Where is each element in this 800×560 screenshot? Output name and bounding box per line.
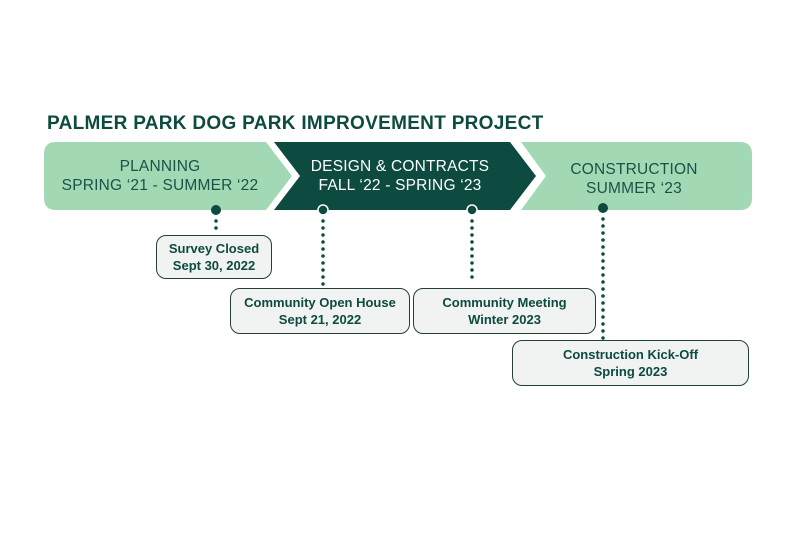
milestone-dot-survey	[211, 205, 221, 215]
phase-construction-banner	[521, 142, 752, 210]
phase-planning-dates: SPRING ‘21 - SUMMER ‘22	[61, 177, 259, 194]
milestone-event: Community Open House	[244, 295, 396, 310]
phase-construction-label: CONSTRUCTION SUMMER ‘23	[534, 160, 734, 198]
milestone-date: Sept 30, 2022	[172, 258, 256, 273]
milestone-date: Winter 2023	[468, 312, 541, 327]
phase-construction-dates: SUMMER ‘23	[586, 180, 682, 197]
milestone-callout-survey: Survey Closed Sept 30, 2022	[156, 235, 272, 279]
phase-design-banner	[274, 142, 536, 210]
phase-planning-banner	[44, 142, 292, 210]
milestone-dot-open-house	[317, 204, 329, 216]
milestone-event: Construction Kick-Off	[562, 347, 699, 362]
project-title: PALMER PARK DOG PARK IMPROVEMENT PROJECT	[47, 113, 544, 134]
milestone-dot-community-meeting	[466, 204, 478, 216]
phase-design-name: DESIGN & CONTRACTS	[310, 158, 490, 175]
phase-planning-name: PLANNING	[119, 158, 201, 175]
milestone-dot-kickoff	[598, 203, 608, 213]
phase-construction-name: CONSTRUCTION	[570, 161, 698, 178]
milestone-callout-community-meeting: Community Meeting Winter 2023	[413, 288, 596, 334]
milestone-event: Survey Closed	[168, 241, 260, 256]
milestone-date: Spring 2023	[593, 364, 668, 379]
milestone-callout-kickoff: Construction Kick-Off Spring 2023	[512, 340, 749, 386]
milestone-date: Sept 21, 2022	[278, 312, 362, 327]
phase-planning-label: PLANNING SPRING ‘21 - SUMMER ‘22	[44, 157, 276, 195]
phase-design-dates: FALL ‘22 - SPRING ‘23	[318, 177, 482, 194]
milestone-callout-open-house: Community Open House Sept 21, 2022	[230, 288, 410, 334]
milestone-event: Community Meeting	[442, 295, 567, 310]
phase-design-label: DESIGN & CONTRACTS FALL ‘22 - SPRING ‘23	[290, 157, 510, 195]
